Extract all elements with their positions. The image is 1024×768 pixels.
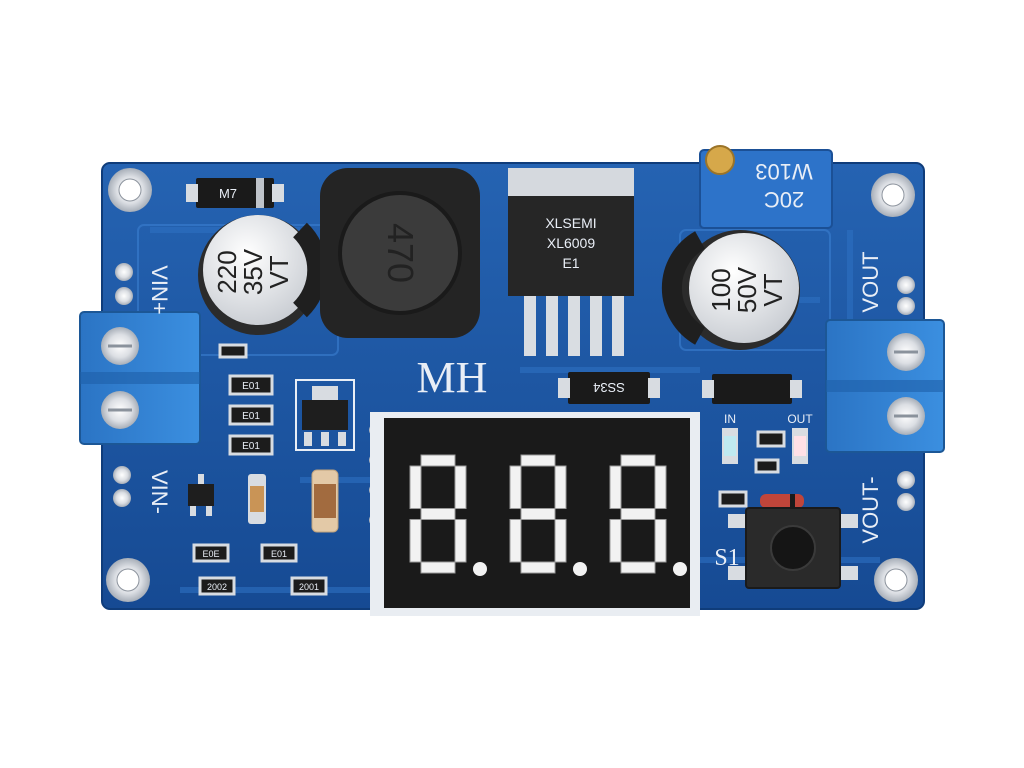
digit-3-segment-e <box>609 519 622 563</box>
regulator-line3: E1 <box>562 255 579 271</box>
mounting-hole-top-left <box>108 168 152 212</box>
diode-top: M7 <box>186 178 284 208</box>
diode-top-code: M7 <box>219 186 237 201</box>
resistor-r5: E01 <box>260 543 298 563</box>
silk-brand-mh: MH <box>417 353 488 402</box>
diode-right <box>702 374 802 404</box>
button-s1-plunger[interactable] <box>770 525 816 571</box>
resistor-r7: 2001 <box>290 576 328 596</box>
digit-3-segment-f <box>609 465 622 509</box>
digit-3-segment-g <box>620 508 656 520</box>
digit-2-segment-d <box>520 561 556 574</box>
digit-2-segment-a <box>520 454 556 467</box>
diode-ss34-code: SS34 <box>593 380 625 395</box>
digit-3-segment-d <box>620 561 656 574</box>
silk-led-in: IN <box>724 412 736 426</box>
regulator-ic: XLSEMI XL6009 E1 <box>508 168 634 356</box>
silk-led-out: OUT <box>787 412 813 426</box>
mounting-hole-bottom-left <box>106 558 150 602</box>
output-capacitor-line3: VT <box>758 273 788 306</box>
trimmer-potentiometer: W103 20C <box>699 145 833 229</box>
seven-segment-display: 8.8.8 <box>370 412 700 616</box>
signal-diode <box>760 494 804 508</box>
power-inductor: 470 <box>320 168 480 338</box>
smd-resistors: E01 E01 E01 E0E E01 2002 2001 <box>192 343 786 596</box>
digit-2-segment-g <box>520 508 556 520</box>
output-capacitor-line2: 50V <box>732 266 762 313</box>
inductor-code: 470 <box>380 223 421 283</box>
silk-vout: VOUT <box>858 251 883 312</box>
digit-1-segment-d <box>420 561 456 574</box>
mounting-hole-bottom-right <box>874 558 918 602</box>
output-terminal-block <box>825 319 945 453</box>
diode-ss34: SS34 <box>558 372 660 404</box>
smd-capacitor-large <box>311 469 339 533</box>
display-digits <box>409 454 687 576</box>
trimmer-screw[interactable] <box>705 145 735 175</box>
resistor-r4: E0E <box>192 543 230 563</box>
input-capacitor-line2: 35V <box>238 248 268 295</box>
resistor-r2-code: E01 <box>242 411 260 422</box>
digit-1-segment-g <box>420 508 456 520</box>
led-in <box>722 428 738 464</box>
digit-3-segment-b <box>654 465 667 509</box>
digit-1-segment-f <box>409 465 422 509</box>
input-capacitor-line3: VT <box>264 255 294 288</box>
resistor-r7-code: 2001 <box>299 582 319 592</box>
output-capacitor-line1: 100 <box>706 268 736 311</box>
resistor-r4-code: E0E <box>202 549 219 559</box>
display-value: 8.8.8 <box>536 604 539 606</box>
smd-capacitor-small <box>248 474 266 524</box>
resistor-r3-code: E01 <box>242 441 260 452</box>
regulator-line2: XL6009 <box>547 235 595 251</box>
input-capacitor-line1: 220 <box>212 250 242 293</box>
digit-1-segment-c <box>454 519 467 563</box>
resistor-r1-code: E01 <box>242 381 260 392</box>
output-capacitor: 100 50V VT <box>661 230 800 350</box>
resistor-r2: E01 <box>228 404 274 426</box>
silk-vin-plus: VIN+ <box>147 265 172 315</box>
regulator-line1: XLSEMI <box>545 215 596 231</box>
resistor-r6-code: 2002 <box>207 582 227 592</box>
digit-1-segment-b <box>454 465 467 509</box>
trimmer-line2: 20C <box>764 187 804 212</box>
mounting-hole-top-right <box>871 173 915 217</box>
tactile-button-s1 <box>728 507 858 589</box>
resistor-r1: E01 <box>228 374 274 396</box>
silk-vout-minus: VOUT- <box>858 476 883 543</box>
digit-1-segment-a <box>420 454 456 467</box>
input-capacitor: 220 35V VT <box>198 215 328 335</box>
digit-2-segment-b <box>554 465 567 509</box>
digit-2-segment-f <box>509 465 522 509</box>
digit-3-segment-a <box>620 454 656 467</box>
digit-1-decimal-point <box>473 562 487 576</box>
input-terminal-block <box>79 311 201 445</box>
led-out <box>792 428 808 464</box>
digit-2-segment-c <box>554 519 567 563</box>
digit-3-segment-c <box>654 519 667 563</box>
sot23-transistor <box>188 474 214 516</box>
trimmer-line1: W103 <box>755 159 812 184</box>
resistor-r6: 2002 <box>198 576 236 596</box>
digit-2-decimal-point <box>573 562 587 576</box>
resistor-r5-code: E01 <box>271 549 287 559</box>
digit-2-segment-e <box>509 519 522 563</box>
sot223-regulator <box>295 379 355 451</box>
digit-3-decimal-point <box>673 562 687 576</box>
resistor-r3: E01 <box>228 434 274 456</box>
digit-1-segment-e <box>409 519 422 563</box>
silk-vin-minus: VIN- <box>147 470 172 514</box>
